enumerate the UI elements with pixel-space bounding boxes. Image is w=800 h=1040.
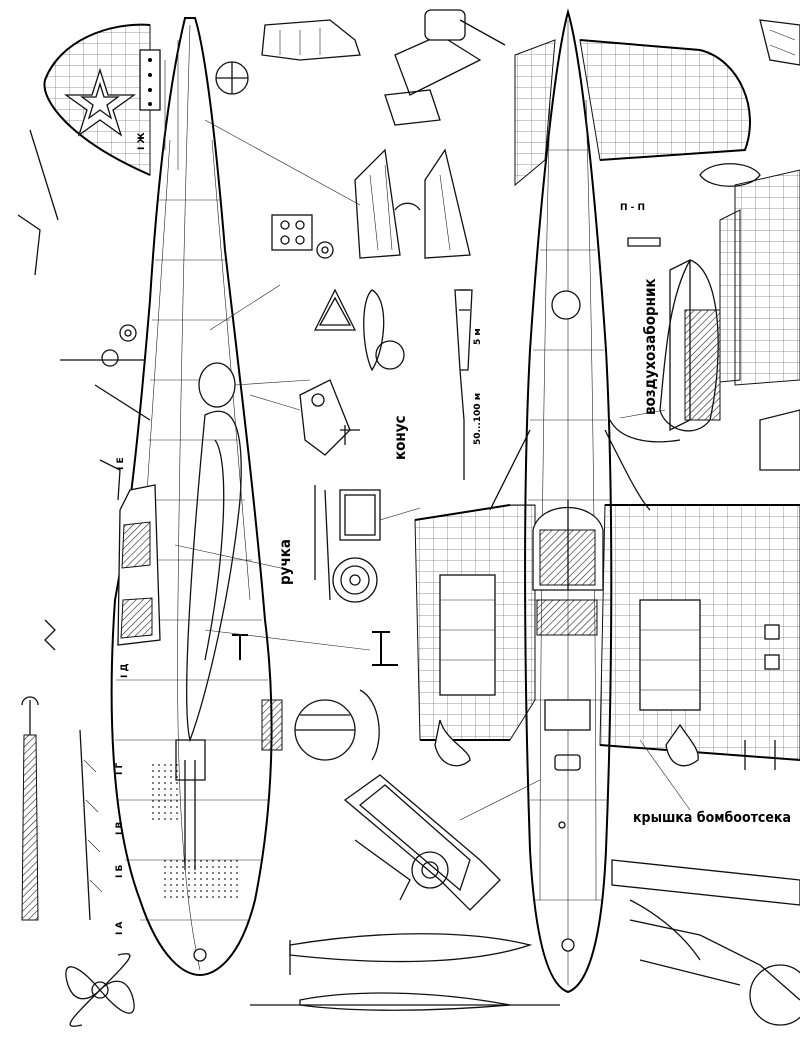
label-air-intake: воздухозаборник <box>641 278 659 415</box>
star-insignia <box>63 67 137 137</box>
station-mark: I А <box>115 922 125 935</box>
label-ruchka: ручка <box>276 539 294 585</box>
station-mark: I Г <box>115 763 125 775</box>
station-mark: I Ж <box>137 133 147 151</box>
label-dim-5m: 5 м <box>473 328 483 345</box>
left-margin-details <box>17 129 151 1027</box>
labels-group: ручка конус воздухозаборник крышка бомбо… <box>276 203 791 826</box>
station-mark: I Е <box>116 457 126 470</box>
leader-lines <box>174 119 691 821</box>
station-mark: I Б <box>115 865 125 878</box>
side-view-fuselage <box>43 17 283 977</box>
top-view-fuselage <box>414 8 800 994</box>
propeller-icon <box>65 953 135 1027</box>
label-section-p: П - П <box>620 203 645 213</box>
right-detail-parts <box>609 19 800 1026</box>
station-mark: I В <box>115 822 125 835</box>
station-marks: I Ж I Е I Д I Г I В I Б I А <box>115 133 147 936</box>
center-detail-parts <box>215 9 560 1011</box>
label-bomb-bay-cover: крышка бомбоотсека <box>633 810 791 826</box>
station-mark: I Д <box>120 664 130 679</box>
label-dim-50-100: 50...100 м <box>473 393 483 445</box>
label-konus: конус <box>391 415 409 460</box>
